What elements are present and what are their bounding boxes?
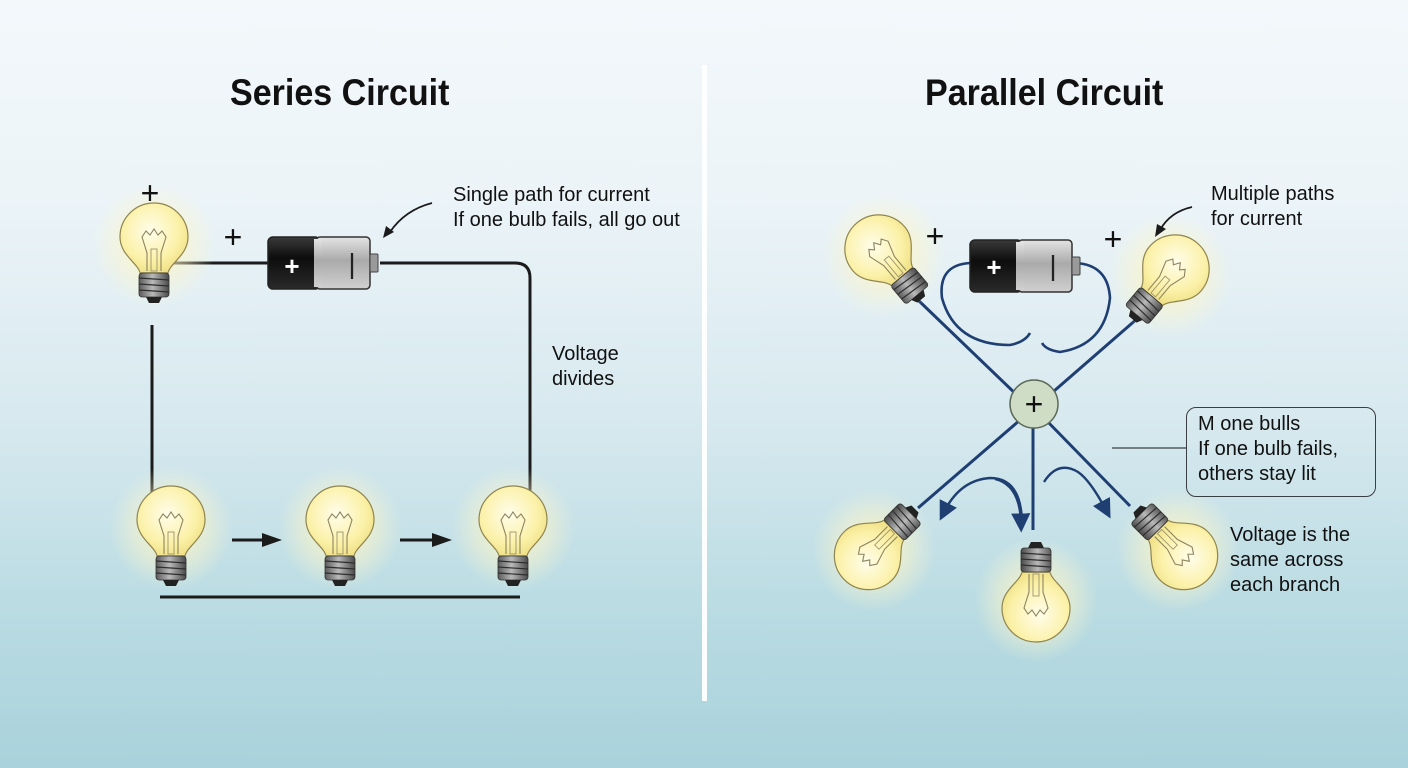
bulb-icon <box>785 461 963 639</box>
callout-arrowhead-icon <box>383 226 394 238</box>
bulb-icon <box>108 465 234 591</box>
junction-node <box>1009 379 1059 429</box>
bulb-icon <box>796 167 972 343</box>
series-voltage-note-line2: divides <box>552 368 615 390</box>
series-voltage-note-line1: Voltage <box>552 343 619 365</box>
branch-flow-arrow-icon <box>939 476 1024 526</box>
callout-arrowhead-icon <box>1155 224 1166 237</box>
branch-flow-arrow-icon <box>994 477 1031 533</box>
callout-line1: M one bulls <box>1198 413 1301 435</box>
callout-line2: If one bulb fails, <box>1198 438 1339 460</box>
series-wire <box>150 261 532 599</box>
plus-sign: + <box>1104 221 1123 257</box>
series-circuit: + | + + <box>91 175 576 599</box>
battery-positive-terminal: + <box>986 252 1001 282</box>
battery-negative-terminal: | <box>1049 250 1056 281</box>
series-path-note-line1: Single path for current <box>453 184 650 206</box>
parallel-wire <box>940 261 1112 354</box>
plus-sign: + <box>141 175 160 211</box>
battery-negative-terminal: | <box>348 248 355 279</box>
bulb-icon <box>277 465 403 591</box>
branch-flow-arrow-icon <box>1042 466 1111 519</box>
plus-sign: + <box>926 218 945 254</box>
current-flow-arrow-icon <box>400 533 452 547</box>
series-path-note: Single path for current If one bulb fail… <box>453 183 680 233</box>
battery-positive-terminal: + <box>284 251 299 281</box>
parallel-circuit: + | + + + <box>785 167 1267 663</box>
junction-plus-sign: + <box>1025 386 1044 422</box>
plus-sign: + <box>224 219 243 255</box>
parallel-wire <box>916 298 1139 530</box>
parallel-paths-note-line2: for current <box>1211 208 1303 230</box>
series-circuit-title: Series Circuit <box>230 72 450 113</box>
bulb-icon <box>450 465 576 591</box>
parallel-voltage-note-line1: Voltage is the <box>1230 524 1351 546</box>
bulb-icon <box>973 537 1099 663</box>
callout-arrow-icon <box>389 202 433 233</box>
parallel-circuit-title: Parallel Circuit <box>925 72 1164 113</box>
series-voltage-note: Voltage divides <box>552 342 619 392</box>
parallel-failure-callout: M one bulls If one bulb fails, others st… <box>1186 407 1376 497</box>
panel-divider <box>702 65 707 701</box>
parallel-voltage-note: Voltage is the same across each branch <box>1230 523 1350 598</box>
current-flow-arrow-icon <box>232 533 282 547</box>
callout-line3: others stay lit <box>1198 463 1316 485</box>
parallel-voltage-note-line2: same across <box>1230 549 1344 571</box>
parallel-paths-note: Multiple paths for current <box>1211 182 1334 232</box>
series-path-note-line2: If one bulb fails, all go out <box>453 209 680 231</box>
parallel-voltage-note-line3: each branch <box>1230 574 1341 596</box>
parallel-paths-note-line1: Multiple paths <box>1211 183 1335 205</box>
